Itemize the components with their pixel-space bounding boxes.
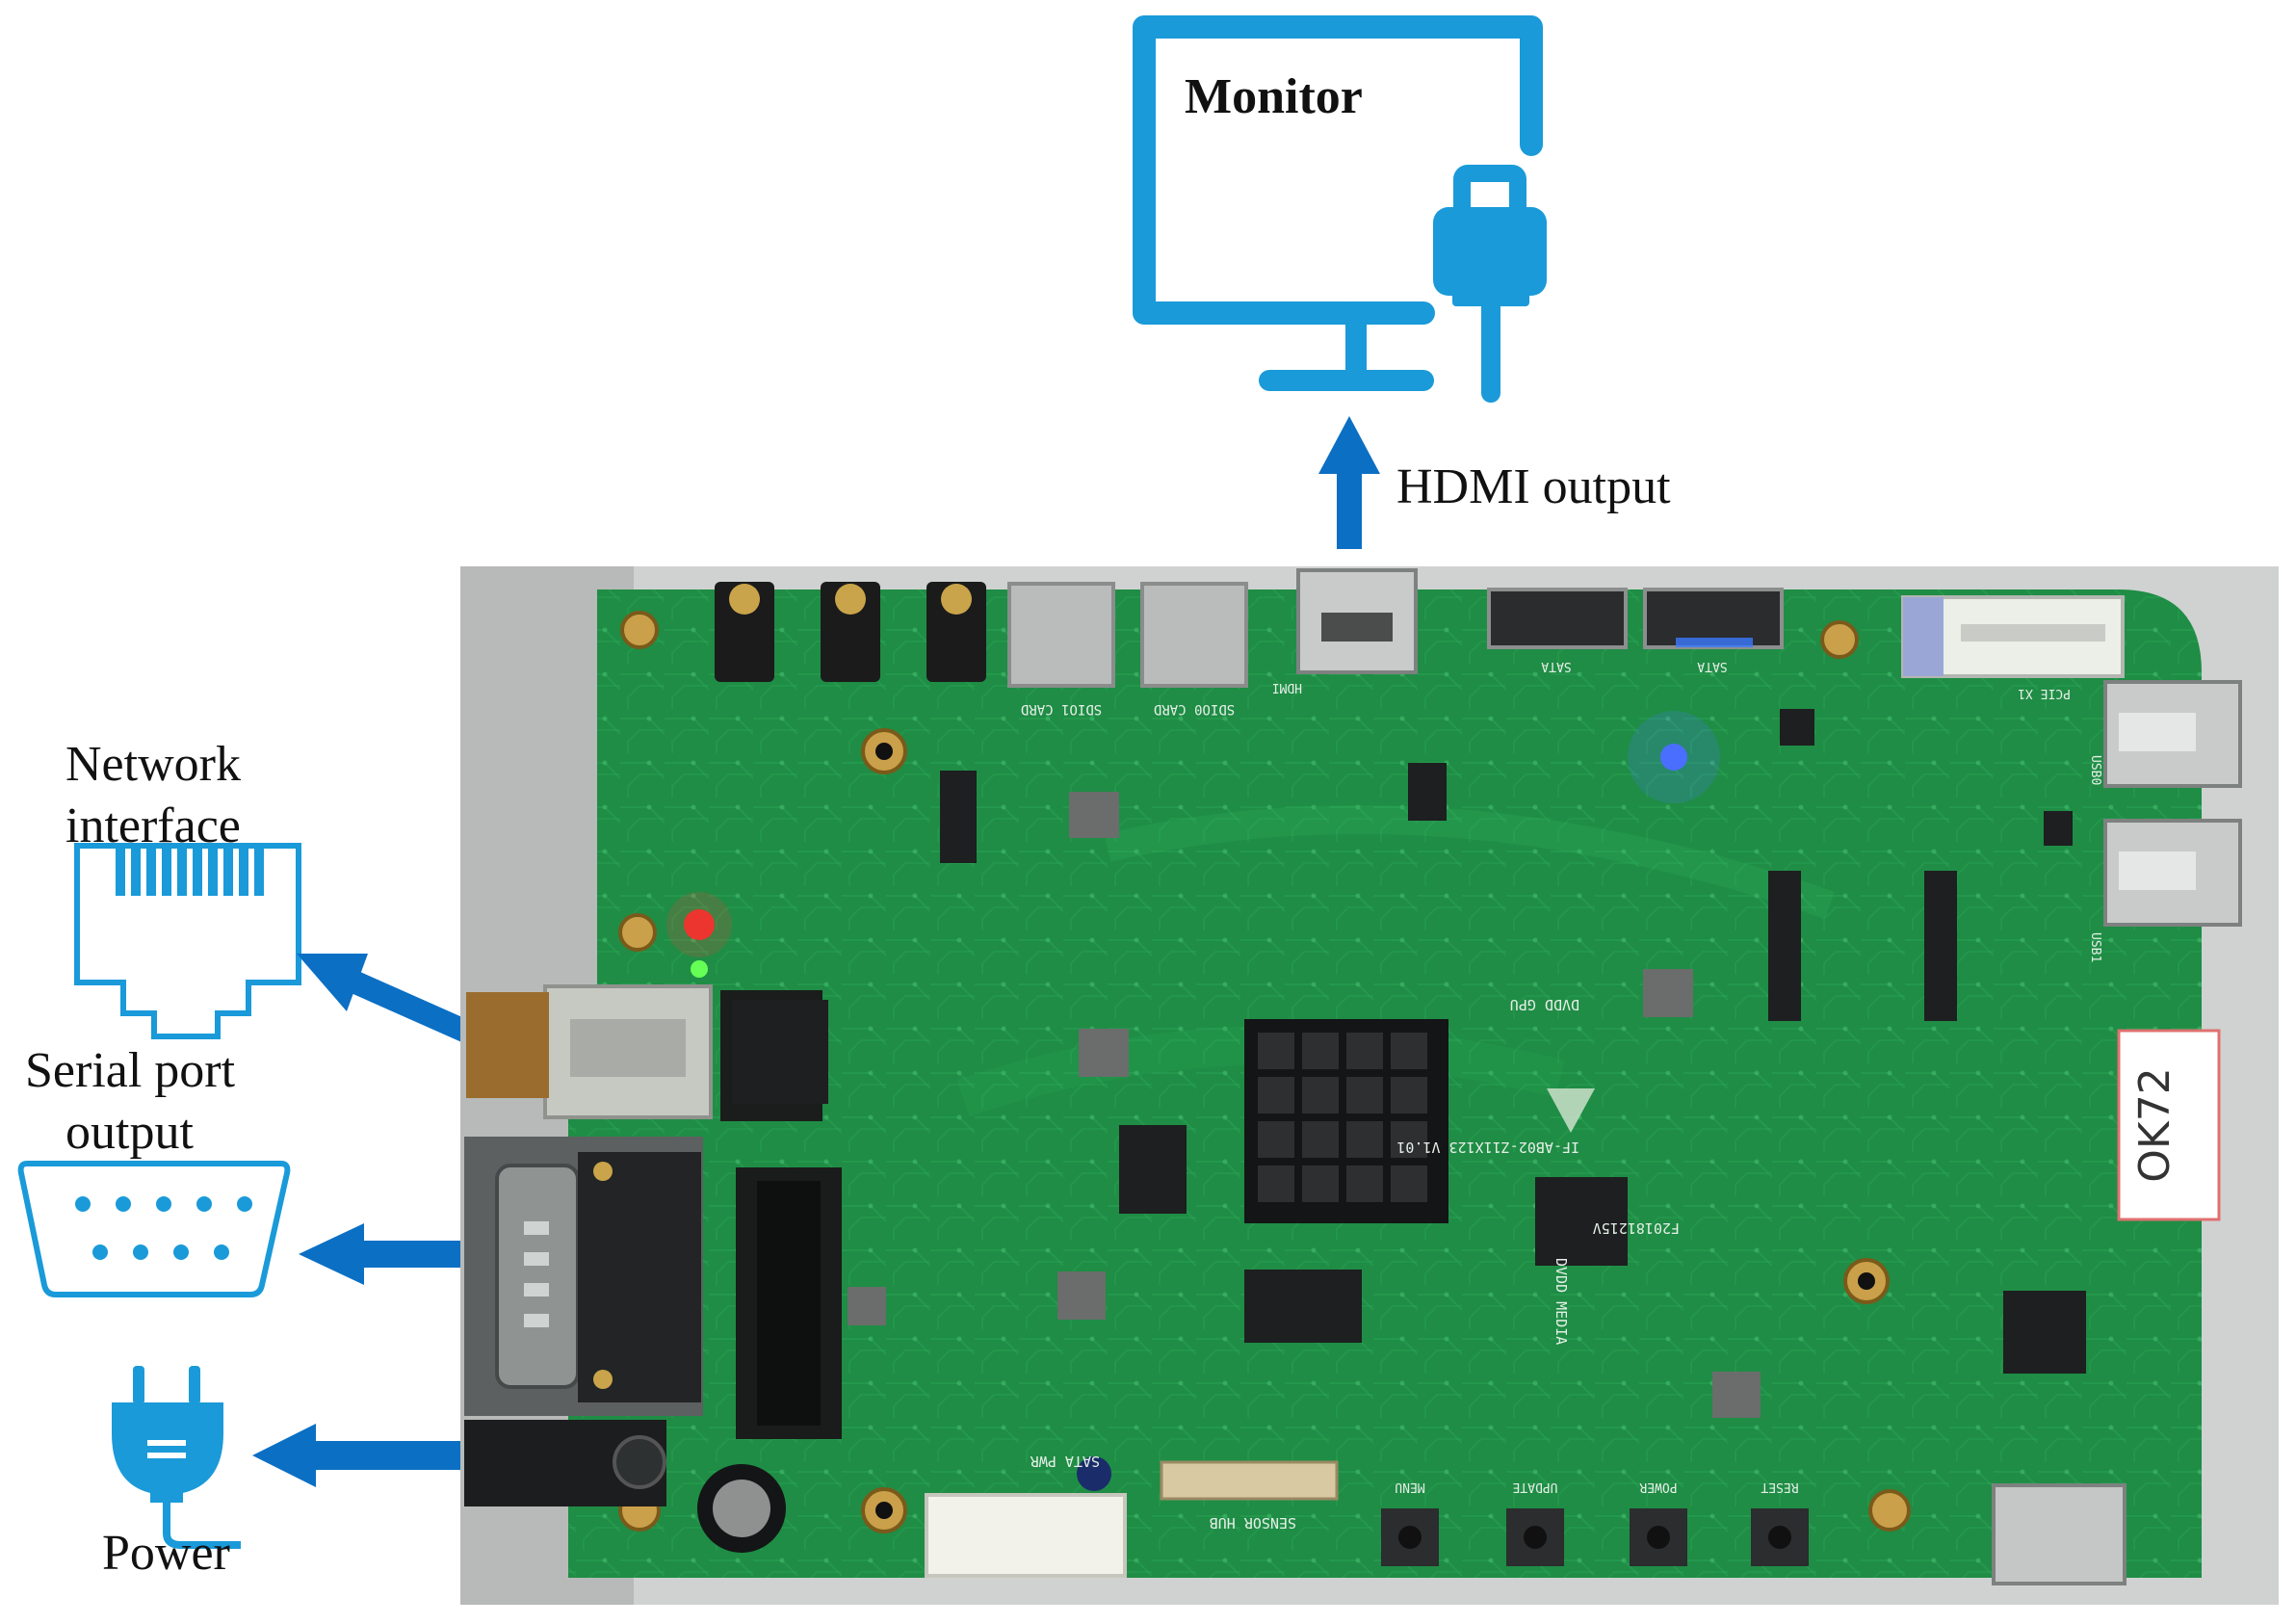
sata-ports: SATA SATA bbox=[1487, 588, 1784, 673]
handwritten-sticker: OK72 bbox=[2117, 1029, 2221, 1221]
pcie-silk: PCIE X1 bbox=[2018, 686, 2071, 700]
electrolytic-capacitor bbox=[697, 1456, 1111, 1553]
gpio-header bbox=[736, 1167, 842, 1439]
board-id-silk: IF-AB02-Z11X123 V1.01 bbox=[1396, 1139, 1579, 1156]
board-power-jack bbox=[464, 1420, 666, 1506]
warning-triangle-logo bbox=[1547, 1088, 1595, 1133]
development-board: SDIO1 CARD SDIO0 CARD HDMI SATA SATA PCI… bbox=[460, 566, 2279, 1605]
board-hdmi-in-port bbox=[1992, 1483, 2126, 1585]
status-leds bbox=[666, 711, 1720, 978]
sata-power-connector bbox=[925, 1493, 1127, 1578]
ic-chips bbox=[732, 709, 2086, 1374]
hdmi-output-label: HDMI output bbox=[1396, 459, 1671, 514]
sticker-text: OK72 bbox=[2130, 1067, 2179, 1182]
hdmi-plug-icon bbox=[1433, 165, 1547, 403]
sensor-hub-silk: SENSOR HUB bbox=[1210, 1514, 1296, 1532]
usb0-silk: USB0 bbox=[2088, 755, 2102, 785]
inductors bbox=[848, 792, 1761, 1418]
update-silk: UPDATE bbox=[1513, 1480, 1558, 1494]
serial-db9-icon bbox=[17, 1161, 291, 1297]
hdmi-silk: HDMI bbox=[1272, 680, 1302, 694]
sata-pwr-silk: SATA PWR bbox=[1030, 1453, 1100, 1470]
reset-silk: RESET bbox=[1761, 1480, 1798, 1494]
serial-port-label: Serial port output bbox=[25, 1040, 235, 1164]
serial-label-line2: output bbox=[65, 1105, 194, 1160]
menu-silk: MENU bbox=[1395, 1480, 1424, 1494]
board-hdmi-port: HDMI bbox=[1272, 568, 1418, 694]
sd0-silk: SDIO0 CARD bbox=[1154, 701, 1235, 717]
gpu-silk: DVDD GPU bbox=[1510, 996, 1579, 1013]
serial-label-line1: Serial port bbox=[25, 1043, 236, 1098]
rj45-port-icon bbox=[74, 843, 301, 1039]
network-label-line2: interface bbox=[65, 799, 241, 853]
network-label-line1: Network bbox=[65, 737, 241, 792]
board-db9-connector bbox=[464, 1137, 703, 1416]
network-interface-label: Network interface bbox=[65, 734, 241, 857]
sd-card-slots: SDIO1 CARD SDIO0 CARD bbox=[1007, 582, 1248, 717]
usb1-silk: USB1 bbox=[2088, 932, 2102, 962]
power-plug-icon bbox=[112, 1366, 241, 1549]
soc-heatsink bbox=[1244, 1019, 1448, 1223]
power-label: Power bbox=[102, 1526, 230, 1581]
audio-jacks bbox=[715, 582, 986, 682]
usb-ports: USB0 USB1 bbox=[2088, 680, 2242, 962]
media-silk: DVDD MEDIA bbox=[1552, 1258, 1570, 1345]
pcie-slot: PCIE X1 bbox=[1901, 595, 2125, 700]
power-silk: POWER bbox=[1639, 1480, 1677, 1494]
sata2-silk: SATA bbox=[1697, 659, 1727, 673]
sata1-silk: SATA bbox=[1541, 659, 1571, 673]
monitor-label: Monitor bbox=[1185, 69, 1363, 124]
board-serial-silk: F20181215V bbox=[1593, 1219, 1680, 1237]
hdmi-arrow bbox=[1318, 416, 1380, 549]
board-buttons: MENU UPDATE POWER RESET bbox=[1381, 1480, 1809, 1566]
monitor-icon bbox=[1133, 15, 1543, 391]
sd1-silk: SDIO1 CARD bbox=[1021, 701, 1102, 717]
sensor-hub-connector bbox=[1160, 1460, 1339, 1501]
